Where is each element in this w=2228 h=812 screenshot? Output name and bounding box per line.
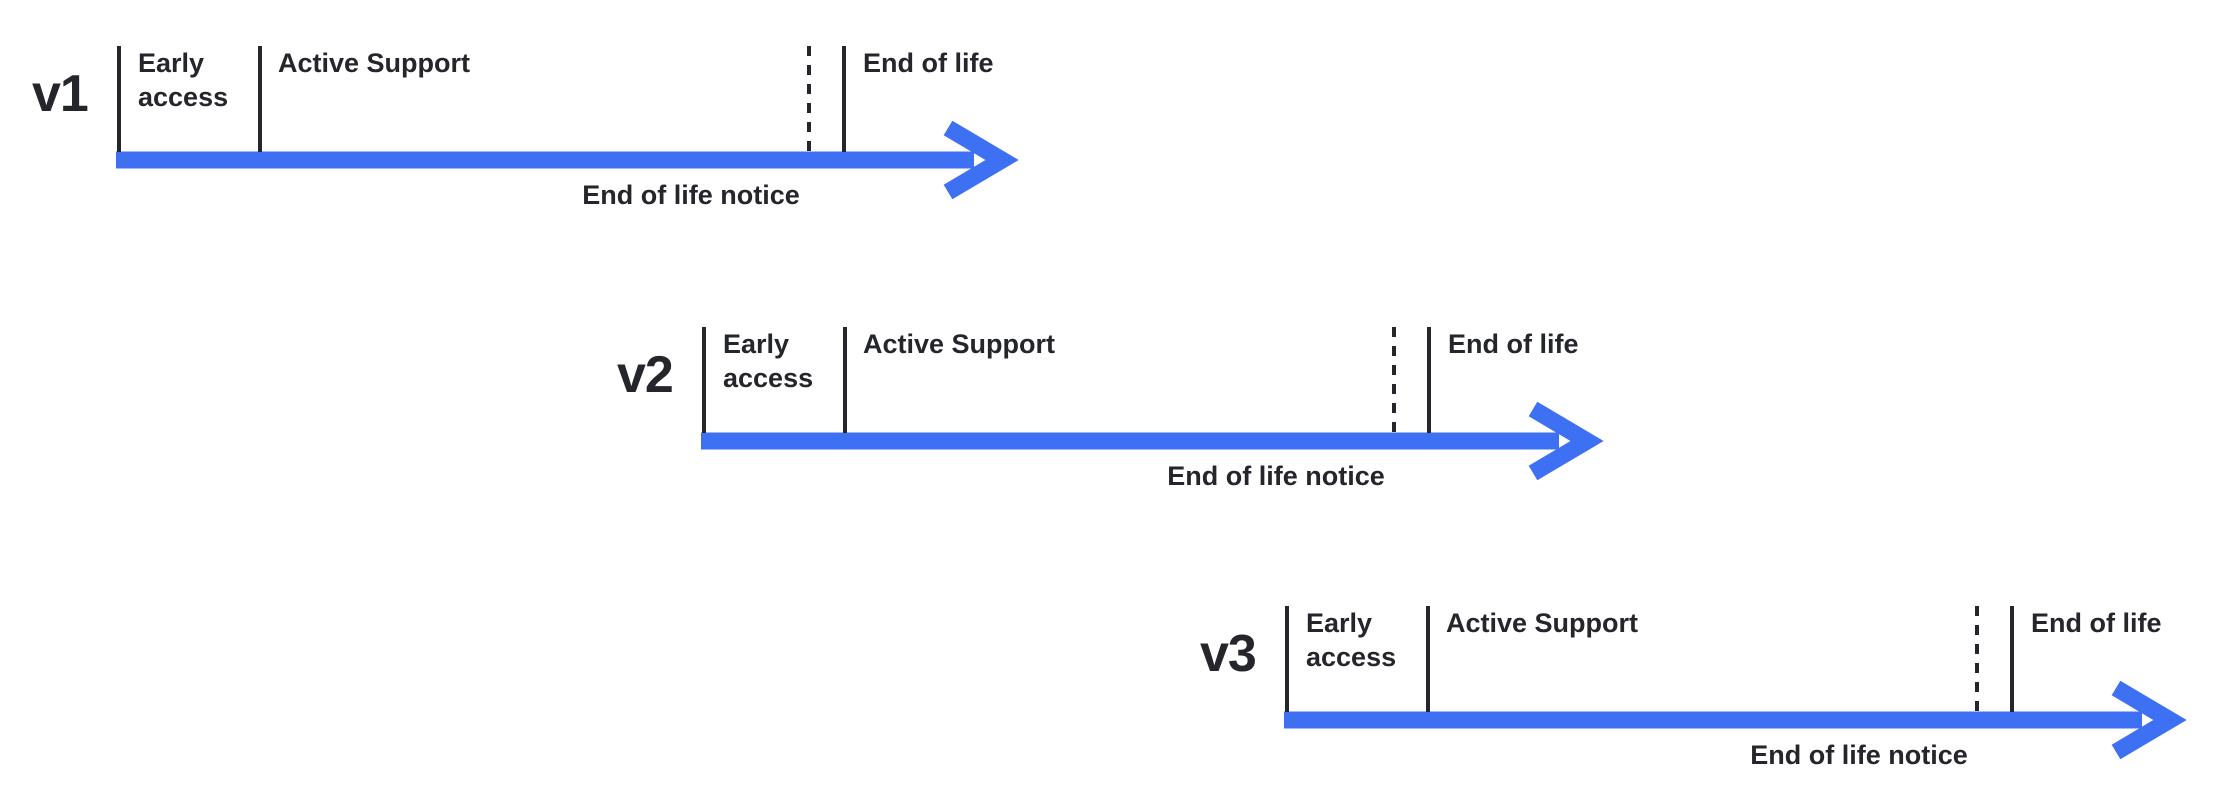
- version-label: v3: [1200, 625, 1257, 683]
- timeline-arrow-head-icon: [2111, 680, 2187, 760]
- timeline-arrow: [116, 120, 1019, 200]
- active-support-label: Active Support: [1446, 608, 1639, 638]
- version-label: v2: [617, 346, 674, 404]
- end-of-life-label: End of life: [863, 48, 994, 78]
- end-of-life-start-tick: [842, 46, 846, 152]
- timeline-arrow: [701, 401, 1604, 481]
- active-support-start-tick: [1426, 606, 1430, 712]
- end-of-life-notice-label: End of life notice: [582, 180, 800, 210]
- end-of-life-start-tick: [2010, 606, 2014, 712]
- eol-notice-dashed-line: [807, 46, 811, 152]
- end-of-life-notice-label: End of life notice: [1167, 461, 1385, 491]
- early-access-start-tick: [1285, 606, 1289, 712]
- end-of-life-start-tick: [1427, 327, 1431, 433]
- version-label: v1: [32, 65, 89, 123]
- timeline-arrow: [1284, 680, 2187, 760]
- eol-notice-dashed-line: [1975, 606, 1979, 712]
- end-of-life-label: End of life: [2031, 608, 2162, 638]
- eol-notice-dashed-line: [1392, 327, 1396, 433]
- timeline-v2: v2 Early access Active Support End of li…: [617, 323, 1627, 519]
- early-access-label: Early access: [1306, 608, 1397, 672]
- early-access-label: Early access: [723, 329, 814, 393]
- active-support-start-tick: [258, 46, 262, 152]
- timeline-arrow-head-icon: [1528, 401, 1604, 481]
- timeline-v1: v1 Early access Active Support End of li…: [32, 42, 1042, 238]
- active-support-label: Active Support: [278, 48, 471, 78]
- early-access-label: Early access: [138, 48, 229, 112]
- active-support-start-tick: [843, 327, 847, 433]
- timeline-v3: v3 Early access Active Support End of li…: [1200, 602, 2210, 798]
- end-of-life-notice-label: End of life notice: [1750, 740, 1968, 770]
- end-of-life-label: End of life: [1448, 329, 1579, 359]
- timeline-arrow-head-icon: [943, 120, 1019, 200]
- active-support-label: Active Support: [863, 329, 1056, 359]
- early-access-start-tick: [702, 327, 706, 433]
- early-access-start-tick: [117, 46, 121, 152]
